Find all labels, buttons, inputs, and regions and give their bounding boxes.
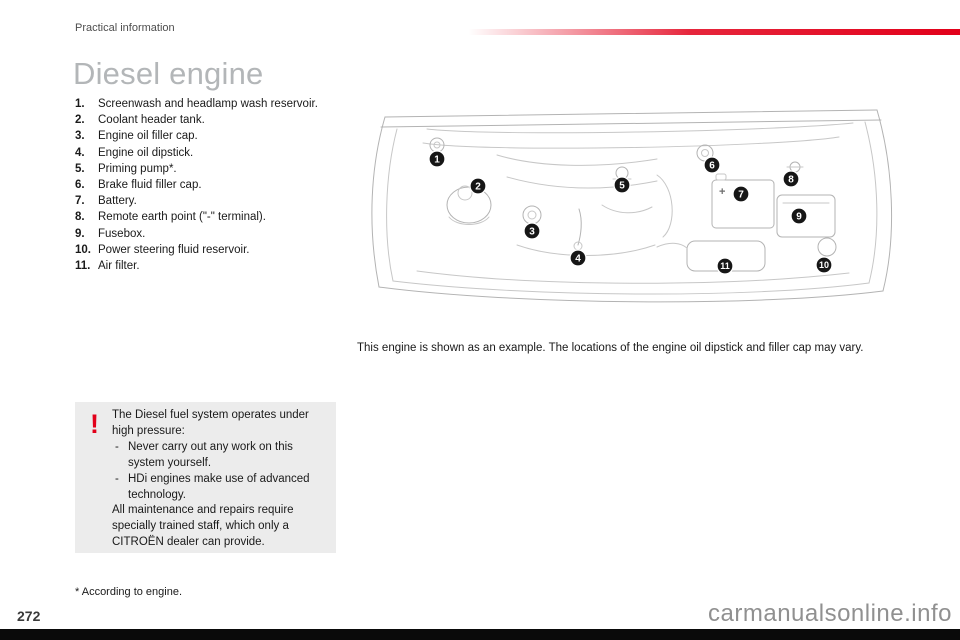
bullet-text: Never carry out any work on this system …	[128, 440, 293, 469]
warning-intro: The Diesel fuel system operates under hi…	[112, 409, 309, 437]
svg-text:1: 1	[434, 155, 440, 166]
item-text: Priming pump*.	[98, 162, 177, 175]
item-text: Engine oil filler cap.	[98, 130, 198, 143]
warning-icon: !	[90, 409, 99, 439]
bullet-dash: -	[115, 440, 119, 453]
warning-bullet: - HDi engines make use of advanced techn…	[112, 472, 325, 504]
list-item: 11. Air filter.	[75, 258, 355, 274]
diagram-marker: 4	[569, 249, 587, 267]
diagram-marker: 6	[703, 156, 721, 174]
section-header: Practical information	[75, 22, 175, 34]
item-number: 4.	[75, 146, 85, 159]
list-item: 1. Screenwash and headlamp wash reservoir…	[75, 96, 355, 112]
bullet-dash: -	[115, 472, 119, 485]
list-item: 5. Priming pump*.	[75, 161, 355, 177]
item-number: 1.	[75, 98, 85, 110]
item-text: Battery.	[98, 195, 137, 208]
diagram-marker: 2	[469, 177, 487, 195]
diagram-marker: 11	[716, 257, 734, 275]
svg-text:3: 3	[529, 227, 535, 238]
item-text: Fusebox.	[98, 227, 146, 240]
item-text: Engine oil dipstick.	[98, 146, 194, 159]
diagram-caption: This engine is shown as an example. The …	[357, 342, 864, 354]
svg-text:2: 2	[475, 182, 481, 193]
svg-text:11: 11	[720, 261, 730, 271]
svg-text:4: 4	[575, 254, 581, 265]
item-number: 5.	[75, 162, 85, 175]
item-number: 8.	[75, 211, 85, 224]
svg-text:7: 7	[738, 190, 744, 201]
item-number: 6.	[75, 179, 85, 192]
diagram-marker: 3	[523, 222, 541, 240]
item-text: Screenwash and headlamp wash reservoir.	[98, 98, 318, 110]
svg-text:5: 5	[619, 181, 625, 192]
parts-list: 1. Screenwash and headlamp wash reservoir…	[75, 96, 355, 274]
item-number: 7.	[75, 195, 85, 208]
item-number: 10.	[75, 243, 91, 256]
engine-line-drawing: + 1 2 3 4 5 6 7 8 9 10 11	[371, 109, 893, 303]
item-text: Coolant header tank.	[98, 114, 205, 127]
list-item: 8. Remote earth point ("-" terminal).	[75, 209, 355, 225]
svg-text:6: 6	[709, 161, 715, 172]
list-item: 10. Power steering fluid reservoir.	[75, 242, 355, 258]
item-text: Air filter.	[98, 260, 140, 273]
diagram-marker: 7	[732, 185, 750, 203]
svg-text:8: 8	[788, 175, 794, 186]
watermark: carmanualsonline.info	[708, 600, 952, 627]
item-text: Power steering fluid reservoir.	[98, 243, 250, 256]
svg-text:9: 9	[796, 212, 802, 223]
item-number: 9.	[75, 227, 85, 240]
page-number: 272	[17, 608, 41, 624]
battery-plus-label: +	[719, 186, 725, 198]
bottom-bar	[0, 629, 960, 640]
diagram-marker: 10	[815, 256, 833, 274]
diagram-marker: 9	[790, 207, 808, 225]
item-text: Remote earth point ("-" terminal).	[98, 211, 266, 224]
footnote: * According to engine.	[75, 586, 183, 598]
diagram-marker: 5	[613, 176, 631, 194]
bullet-text: HDi engines make use of advanced technol…	[128, 472, 310, 501]
item-number: 2.	[75, 114, 85, 127]
list-item: 4. Engine oil dipstick.	[75, 145, 355, 161]
item-number: 11.	[75, 260, 91, 273]
page-title: Diesel engine	[73, 56, 264, 91]
item-number: 3.	[75, 130, 85, 143]
list-item: 2. Coolant header tank.	[75, 112, 355, 128]
warning-bullet: - Never carry out any work on this syste…	[112, 440, 325, 472]
diagram-marker: 8	[782, 170, 800, 188]
list-item: 9. Fusebox.	[75, 226, 355, 242]
warning-outro: All maintenance and repairs require spec…	[112, 504, 294, 549]
svg-text:10: 10	[819, 260, 829, 270]
warning-box: ! The Diesel fuel system operates under …	[75, 402, 336, 553]
diagram-marker: 1	[428, 150, 446, 168]
header-accent-stripe	[468, 29, 960, 35]
item-text: Brake fluid filler cap.	[98, 179, 202, 192]
list-item: 7. Battery.	[75, 193, 355, 209]
engine-diagram: + 1 2 3 4 5 6 7 8 9 10 11	[357, 95, 902, 313]
warning-text: The Diesel fuel system operates under hi…	[112, 408, 325, 551]
list-item: 6. Brake fluid filler cap.	[75, 177, 355, 193]
list-item: 3. Engine oil filler cap.	[75, 128, 355, 144]
